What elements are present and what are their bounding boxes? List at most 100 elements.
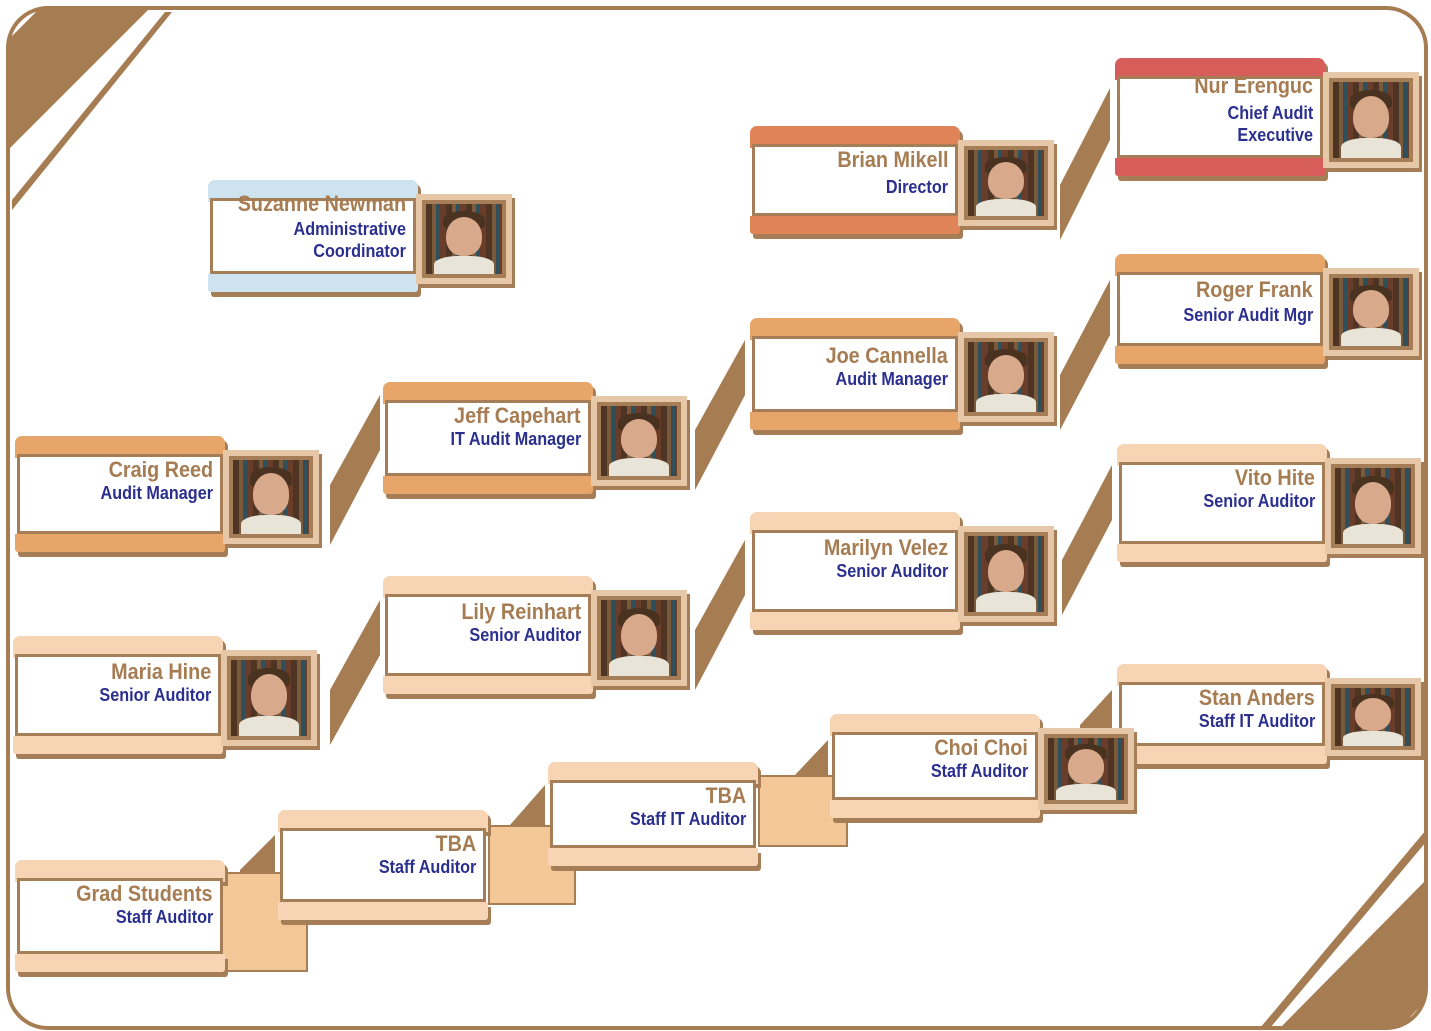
person-name: Nur Erenguc — [1194, 73, 1313, 98]
person-title: IT Audit Manager — [450, 429, 581, 449]
card-body — [210, 198, 416, 274]
card-tab — [750, 126, 960, 148]
portrait-photo — [422, 200, 506, 278]
person-title: Senior Auditor — [469, 625, 581, 645]
card-tab — [383, 576, 593, 598]
card-footer — [1115, 158, 1325, 176]
card-footer — [1117, 746, 1327, 764]
placeholder-block — [220, 872, 308, 972]
person-name: Stan Anders — [1199, 685, 1315, 710]
person-name: Suzanne Newman — [237, 191, 406, 216]
portrait-photo — [229, 456, 313, 538]
card-tab — [278, 810, 488, 832]
card-body — [752, 144, 958, 216]
card-body — [752, 336, 958, 412]
card-body — [15, 654, 221, 736]
card-footer — [13, 736, 223, 754]
person-name: TBA — [435, 831, 476, 856]
card-footer — [750, 412, 960, 430]
person-title: Staff Auditor — [378, 857, 476, 877]
person-name: Maria Hine — [110, 659, 211, 684]
card-tab — [15, 860, 225, 882]
card-body — [385, 594, 591, 676]
person-name: Joe Cannella — [825, 343, 948, 368]
person-name: TBA — [705, 783, 746, 808]
person-title: Executive — [1237, 125, 1313, 145]
person-title: Administrative — [293, 219, 406, 239]
person-name: Craig Reed — [108, 457, 213, 482]
person-title: Senior Auditor — [1203, 491, 1315, 511]
card-body — [832, 732, 1038, 800]
portrait-photo — [227, 656, 311, 740]
card-footer — [830, 800, 1040, 818]
card-body — [385, 400, 591, 476]
card-body — [17, 454, 223, 534]
person-title: Senior Auditor — [836, 561, 948, 581]
card-footer — [548, 848, 758, 866]
portrait-photo — [597, 596, 681, 680]
card-tab — [13, 636, 223, 658]
card-tab — [1117, 664, 1327, 686]
person-name: Jeff Capehart — [454, 403, 581, 428]
card-body — [1117, 76, 1323, 158]
card-body — [1119, 462, 1325, 544]
card-tab — [1117, 444, 1327, 466]
card-footer — [750, 612, 960, 630]
person-title: Staff IT Auditor — [629, 809, 746, 829]
card-footer — [1117, 544, 1327, 562]
card-footer — [15, 534, 225, 552]
person-title: Staff Auditor — [930, 761, 1028, 781]
person-name: Grad Students — [76, 881, 213, 906]
person-title: Senior Auditor — [99, 685, 211, 705]
card-tab — [830, 714, 1040, 736]
portrait-photo — [964, 532, 1048, 616]
card-footer — [1115, 346, 1325, 364]
card-body — [550, 780, 756, 848]
person-name: Choi Choi — [934, 735, 1028, 760]
card-body — [280, 828, 486, 902]
person-title: Senior Audit Mgr — [1183, 305, 1313, 325]
card-tab — [1115, 58, 1325, 80]
person-title: Chief Audit — [1227, 103, 1313, 123]
portrait-photo — [597, 402, 681, 480]
portrait-photo — [1331, 464, 1415, 548]
person-name: Roger Frank — [1196, 277, 1313, 302]
card-footer — [750, 216, 960, 234]
card-body — [1117, 272, 1323, 346]
person-name: Lily Reinhart — [461, 599, 581, 624]
person-name: Vito Hite — [1235, 465, 1315, 490]
person-title: Coordinator — [313, 241, 406, 261]
person-title: Staff IT Auditor — [1198, 711, 1315, 731]
card-body — [752, 530, 958, 612]
card-footer — [15, 954, 225, 972]
card-body — [17, 878, 223, 954]
card-footer — [278, 902, 488, 920]
card-tab — [548, 762, 758, 784]
person-title: Staff Auditor — [115, 907, 213, 927]
card-footer — [383, 676, 593, 694]
person-title: Director — [885, 177, 948, 197]
card-tab — [1115, 254, 1325, 276]
person-name: Brian Mikell — [836, 147, 948, 172]
portrait-photo — [1044, 734, 1128, 804]
portrait-photo — [1331, 684, 1415, 750]
card-tab — [208, 180, 418, 202]
card-tab — [15, 436, 225, 458]
person-title: Audit Manager — [100, 483, 213, 503]
